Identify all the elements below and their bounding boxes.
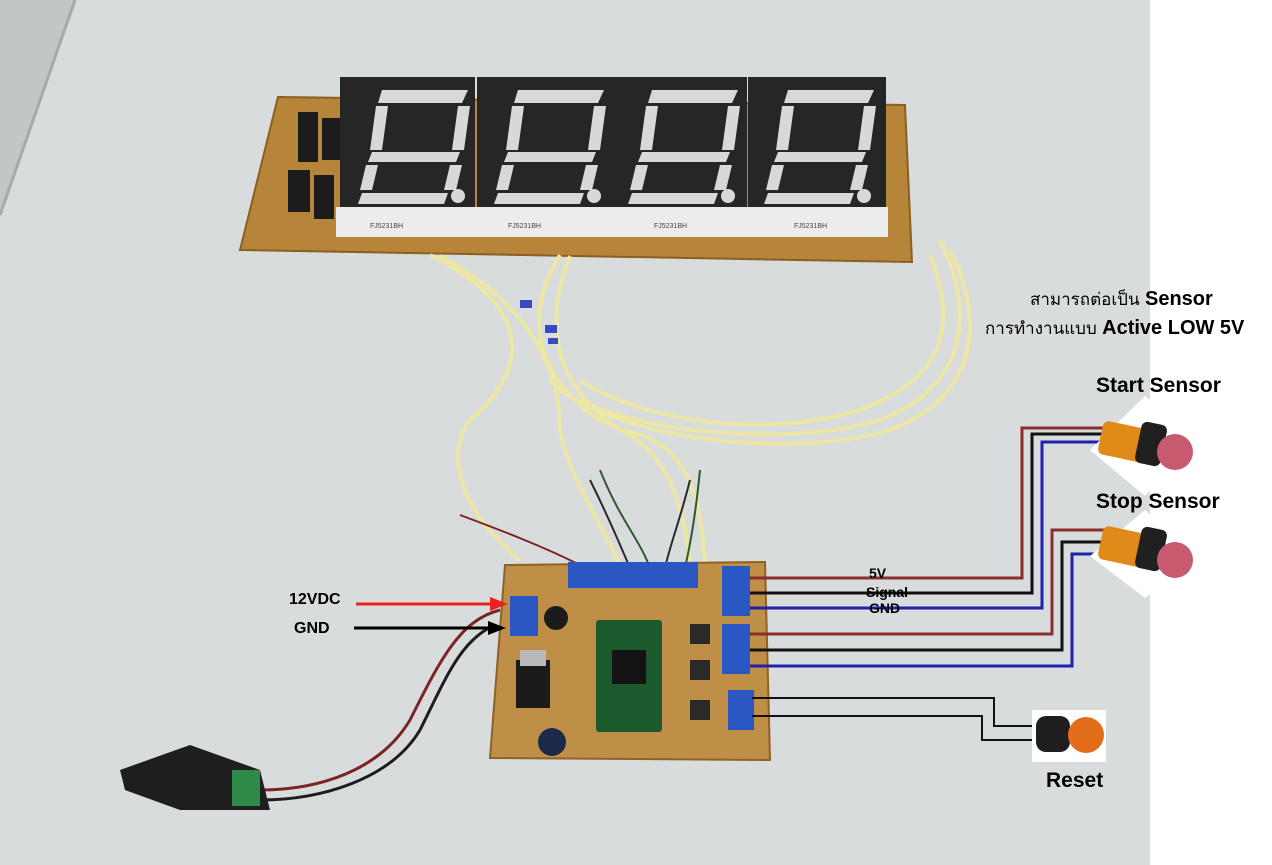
arrow-12vdc [356,597,508,611]
terminal-block-stop [722,624,750,674]
thai-note-line2-prefix: การทำงานแบบ [985,319,1097,339]
buzzer [544,606,568,630]
regulator-tab [520,650,546,666]
terminal-block-top [568,562,698,588]
connection-wires-top [459,469,701,569]
tact-buttons [690,624,710,720]
power-12vdc-label: 12VDC [289,591,341,608]
thai-note-line1: สามารถต่อเป็น Sensor [1030,286,1213,313]
dc-jack-terminal [232,770,260,806]
display-ic-chips [288,112,340,219]
stop-sensor-label: Stop Sensor [1096,490,1220,513]
wire-signal-label: Signal [866,584,909,600]
capacitor [538,728,566,756]
table-edge-line [0,0,77,216]
stop-sensor-wires [750,528,1110,668]
voltage-regulator [516,660,550,708]
thai-note-line1-prefix: สามารถต่อเป็น [1030,290,1140,310]
thai-note-line2-bold: Active LOW 5V [1102,317,1245,339]
segment-code-1: FJ5231BH [370,223,403,230]
start-sensor-wires [750,426,1110,610]
segment-code-3: FJ5231BH [654,223,687,230]
reset-wires [752,697,1034,741]
wire-gnd-label: GND [869,600,901,616]
segment-part-numbers: FJ5231BH FJ5231BH FJ5231BH FJ5231BH [370,223,827,230]
power-gnd-label: GND [294,620,330,637]
terminal-block-reset [728,690,754,730]
yellow-cable-bundle [429,239,972,566]
mcu-chip [612,650,646,684]
seven-segment-digits [358,90,876,204]
thai-note-line2: การทำงานแบบ Active LOW 5V [985,315,1244,342]
arrow-gnd [354,621,506,635]
start-sensor-label: Start Sensor [1096,374,1221,397]
reset-label: Reset [1046,769,1104,792]
reset-button-image [1032,710,1106,762]
segment-code-4: FJ5231BH [794,223,827,230]
cable-ties [520,300,558,344]
terminal-block-power [510,596,538,636]
stop-sensor-image [1090,510,1200,598]
segment-code-2: FJ5231BH [508,223,541,230]
power-wires-black [259,623,496,802]
start-sensor-image [1090,396,1200,496]
thai-note-line1-bold: Sensor [1144,288,1213,310]
wire-5v-label: 5V [869,565,887,581]
terminal-block-start [722,566,750,616]
